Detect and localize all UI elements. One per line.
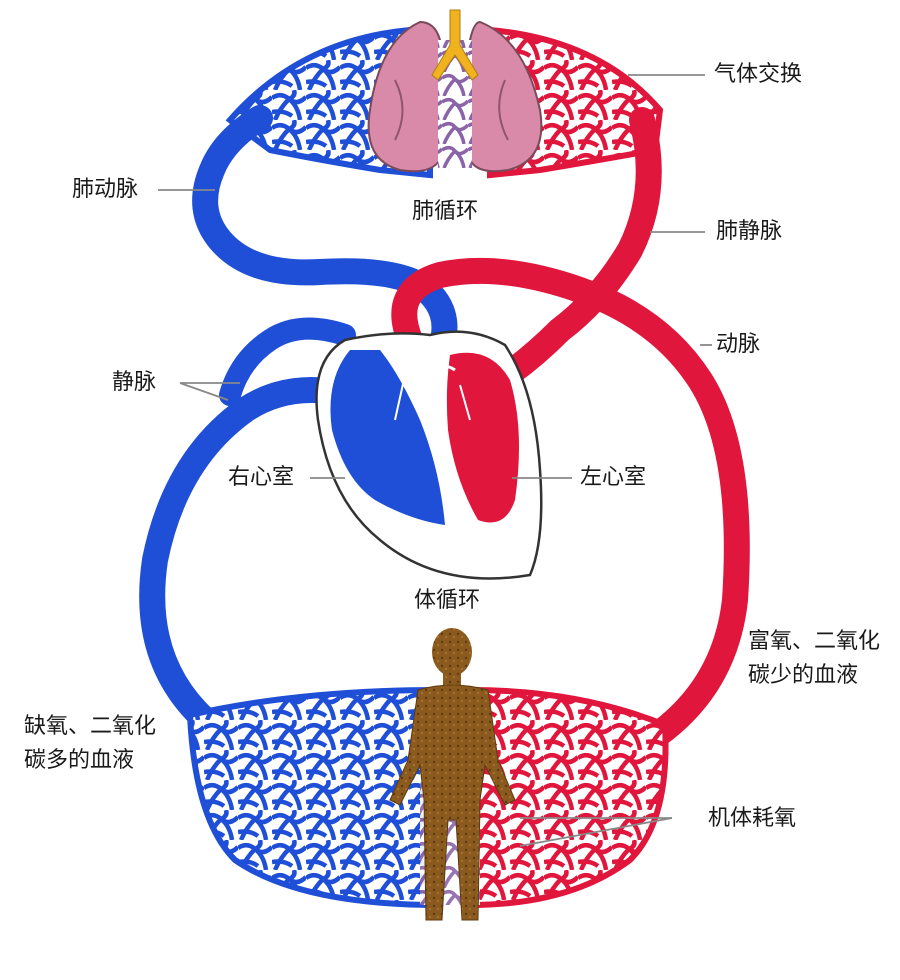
lungs-icon [367,9,543,173]
label-gas-exchange: 气体交换 [714,62,803,87]
label-pulmonary-artery: 肺动脉 [72,177,139,202]
pulmonary-vein-vessel [487,107,662,393]
label-tissue-oxygen-use: 机体耗氧 [708,806,797,831]
systemic-capillary-bed-blue [186,686,443,909]
artery-vessel [391,257,750,753]
label-right-ventricle: 右心室 [228,465,295,490]
label-artery: 动脉 [716,332,761,357]
human-body-icon [389,628,516,921]
superior-vein-vessel [219,317,356,406]
label-pulmonary-vein: 肺静脉 [716,219,783,244]
label-oxygen-rich-blood: 富氧、二氧化碳少的血液 [748,629,881,689]
leader-lines [158,74,712,847]
systemic-capillary-bed-red [467,686,669,909]
label-pulmonary-circulation: 肺循环 [412,199,479,224]
vein-vessel [139,377,363,733]
label-vein: 静脉 [112,370,157,395]
label-systemic-circulation: 体循环 [414,588,481,613]
label-left-ventricle: 左心室 [580,465,647,490]
label-oxygen-poor-blood: 缺氧、二氧化碳多的血液 [24,714,157,774]
heart-icon [315,330,543,580]
